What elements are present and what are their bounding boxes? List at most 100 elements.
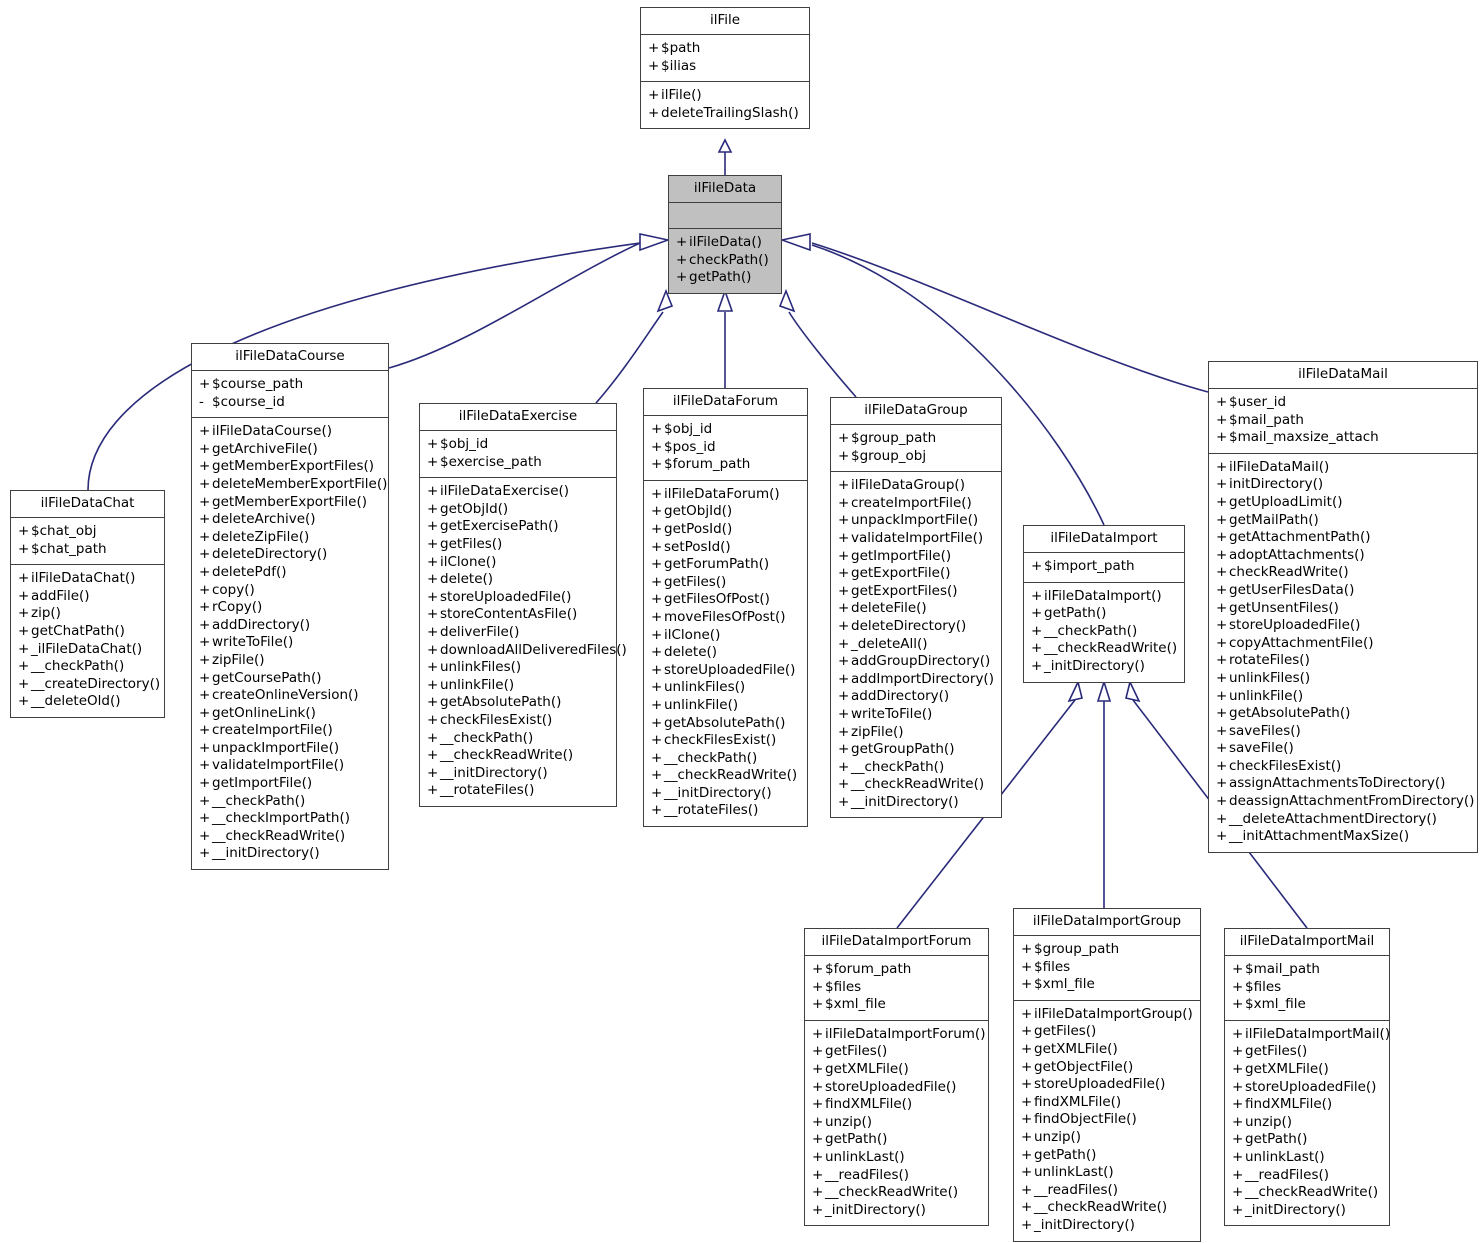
visibility-marker: + [838, 447, 850, 464]
visibility-marker: + [1031, 622, 1043, 639]
attributes-compartment-ilFileDataCourse: +$course_path-$course_id [192, 370, 388, 417]
arrowhead-ilFileDataImport-2 [1096, 679, 1112, 702]
operation-row: +findXMLFile() [812, 1096, 982, 1114]
uml-class-ilFileDataImportMail[interactable]: ilFileDataImportMail+$mail_path+$files+$… [1224, 928, 1390, 1227]
visibility-marker: + [427, 571, 439, 588]
visibility-marker: + [18, 523, 30, 539]
visibility-marker: + [838, 635, 850, 652]
visibility-marker: + [1216, 458, 1228, 475]
operation-row: +unlinkFile() [1216, 688, 1471, 706]
operation-label: __rotateFiles() [440, 782, 535, 799]
attribute-label: $obj_id [440, 436, 489, 452]
operation-row: +copyAttachmentFile() [1216, 635, 1471, 653]
uml-class-ilFileDataMail[interactable]: ilFileDataMail+$user_id+$mail_path+$mail… [1208, 361, 1478, 853]
visibility-marker: + [1216, 564, 1228, 581]
attribute-label: $group_path [1034, 941, 1120, 957]
visibility-marker: + [651, 749, 663, 766]
uml-class-ilFileDataImport[interactable]: ilFileDataImport+$import_path+ilFileData… [1023, 525, 1185, 683]
operation-label: unpackImportFile() [851, 512, 979, 529]
visibility-marker: + [838, 494, 850, 511]
operation-label: deassignAttachmentFromDirectory() [1229, 793, 1475, 810]
arrowhead-ilFileData-bottom-center [716, 288, 734, 312]
visibility-marker: + [1216, 687, 1228, 704]
operation-row: +_deleteAll() [838, 636, 995, 654]
uml-class-ilFileDataImportForum[interactable]: ilFileDataImportForum+$forum_path+$files… [804, 928, 989, 1227]
operation-row: +getFiles() [1021, 1023, 1194, 1041]
attribute-row: +$mail_path [1216, 412, 1471, 430]
uml-class-ilFileDataCourse[interactable]: ilFileDataCourse+$course_path-$course_id… [191, 343, 389, 871]
operation-label: delete() [664, 644, 718, 661]
attribute-row: +$mail_maxsize_attach [1216, 429, 1471, 447]
operation-label: adoptAttachments() [1229, 546, 1365, 563]
operation-label: __checkReadWrite() [851, 776, 985, 793]
operation-label: ilFileDataImport() [1044, 587, 1162, 604]
visibility-marker: + [199, 528, 211, 545]
uml-class-ilFileDataChat[interactable]: ilFileDataChat+$chat_obj+$chat_path+ilFi… [10, 490, 165, 718]
visibility-marker: + [838, 582, 850, 599]
visibility-marker: + [199, 704, 211, 721]
operation-label: getObjId() [664, 503, 733, 520]
operation-row: +getAbsolutePath() [1216, 705, 1471, 723]
visibility-marker: + [1216, 828, 1228, 845]
uml-class-ilFileData[interactable]: ilFileData+ilFileData()+checkPath()+getP… [668, 175, 782, 294]
visibility-marker: + [1216, 722, 1228, 739]
operation-label: getExportFile() [851, 565, 951, 582]
visibility-marker: + [651, 784, 663, 801]
uml-class-ilFile[interactable]: ilFile+$path+$ilias+ilFile()+deleteTrail… [640, 7, 810, 130]
visibility-marker: + [651, 608, 663, 625]
class-name-ilFileDataChat: ilFileDataChat [40, 495, 135, 511]
uml-class-ilFileDataImportGroup[interactable]: ilFileDataImportGroup+$group_path+$files… [1013, 908, 1201, 1242]
operation-row: +getMemberExportFile() [199, 494, 382, 512]
attribute-label: $obj_id [664, 421, 713, 437]
operation-label: getExportFiles() [851, 582, 958, 599]
attributes-compartment-ilFileDataImport: +$import_path [1024, 552, 1184, 582]
operation-row: +rCopy() [199, 599, 382, 617]
operation-row: +getFiles() [812, 1043, 982, 1061]
operation-label: addDirectory() [851, 688, 950, 705]
operation-label: getPosId() [664, 520, 733, 537]
operation-label: ilClone() [664, 626, 721, 643]
operation-row: +writeToFile() [199, 634, 382, 652]
operation-label: __checkReadWrite() [212, 827, 346, 844]
attribute-label: $user_id [1229, 394, 1287, 410]
uml-class-ilFileDataGroup[interactable]: ilFileDataGroup+$group_path+$group_obj+i… [830, 397, 1002, 819]
visibility-marker: + [199, 581, 211, 598]
operation-row: +getFiles() [427, 536, 610, 554]
visibility-marker: + [838, 547, 850, 564]
operation-label: __checkImportPath() [212, 810, 351, 827]
visibility-marker: + [1216, 493, 1228, 510]
visibility-marker: + [651, 503, 663, 520]
operation-row: +addDirectory() [199, 617, 382, 635]
operation-label: addImportDirectory() [851, 670, 994, 687]
visibility-marker: + [651, 456, 663, 473]
visibility-marker: + [199, 376, 211, 392]
uml-class-ilFileDataForum[interactable]: ilFileDataForum+$obj_id+$pos_id+$forum_p… [643, 388, 808, 828]
visibility-marker: + [18, 570, 30, 587]
operation-row: +createImportFile() [838, 495, 995, 513]
operation-label: storeContentAsFile() [440, 606, 578, 623]
operation-label: findObjectFile() [1034, 1111, 1137, 1128]
attribute-label: $mail_maxsize_attach [1229, 429, 1379, 446]
operation-row: +getObjectFile() [1021, 1059, 1194, 1077]
operation-row: +deleteDirectory() [838, 618, 995, 636]
operation-label: setPosId() [664, 538, 731, 555]
operation-label: rCopy() [212, 599, 263, 616]
attribute-row: +$course_path [199, 376, 382, 394]
operation-row: +createOnlineVersion() [199, 687, 382, 705]
visibility-marker: + [199, 669, 211, 686]
operation-label: addFile() [31, 587, 90, 604]
visibility-marker: + [427, 676, 439, 693]
visibility-marker: + [199, 563, 211, 580]
operation-label: getObjId() [440, 500, 509, 517]
operation-row: +createImportFile() [199, 722, 382, 740]
operation-label: getPath() [1034, 1146, 1097, 1163]
operation-label: copy() [212, 581, 255, 598]
uml-class-ilFileDataExercise[interactable]: ilFileDataExercise+$obj_id+$exercise_pat… [419, 403, 627, 807]
operation-row: +__checkReadWrite() [427, 747, 610, 765]
visibility-marker: + [651, 591, 663, 608]
visibility-marker: + [18, 540, 30, 557]
operation-row: +_initDirectory() [1031, 658, 1178, 676]
operation-label: getMailPath() [1229, 511, 1319, 528]
arrowhead-ilFile [717, 138, 733, 153]
operation-label: unlinkLast() [1034, 1164, 1114, 1181]
